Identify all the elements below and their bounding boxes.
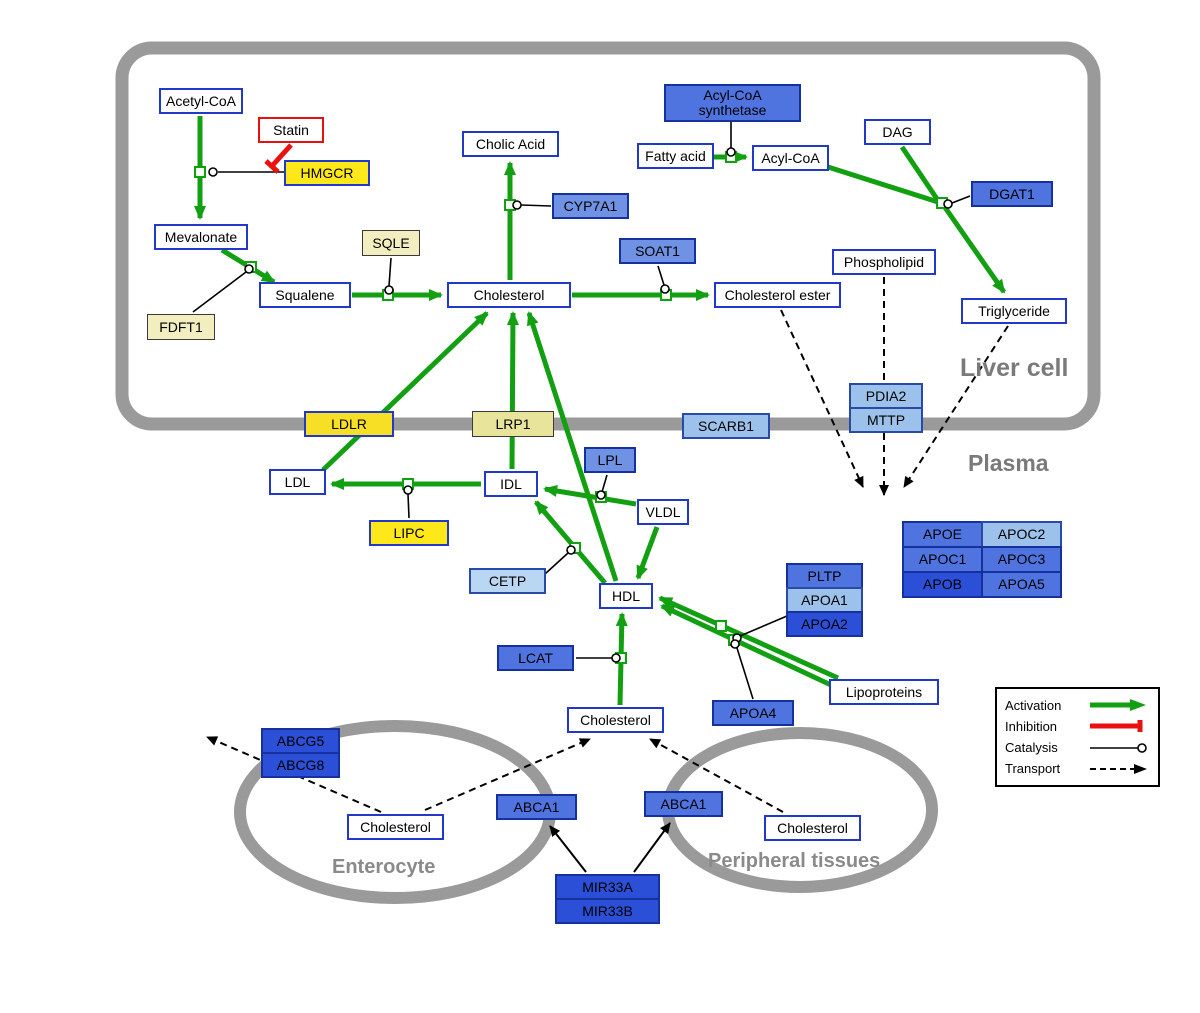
node-cholesterol-ester[interactable]: Cholesterol ester <box>714 282 841 308</box>
node-idl[interactable]: IDL <box>484 471 538 497</box>
node-apoc1[interactable]: APOC1 <box>902 546 983 573</box>
node-ldlr[interactable]: LDLR <box>304 411 394 437</box>
node-mir33a[interactable]: MIR33A <box>555 874 660 900</box>
node-mttp[interactable]: MTTP <box>849 407 923 433</box>
node-pltp[interactable]: PLTP <box>786 563 863 589</box>
node-abca1-right[interactable]: ABCA1 <box>644 791 723 817</box>
node-scarb1[interactable]: SCARB1 <box>682 413 770 439</box>
liver-cell-label: Liver cell <box>960 354 1069 382</box>
legend-activation-row: Activation <box>1005 695 1150 715</box>
node-acyl-coa[interactable]: Acyl-CoA <box>752 145 829 171</box>
legend-transport-label: Transport <box>1005 761 1061 777</box>
node-lrp1[interactable]: LRP1 <box>472 411 554 437</box>
node-fatty-acid[interactable]: Fatty acid <box>637 143 714 169</box>
node-mir33b[interactable]: MIR33B <box>555 898 660 924</box>
node-cholesterol-liver[interactable]: Cholesterol <box>447 282 571 308</box>
node-acetyl-coa[interactable]: Acetyl-CoA <box>159 88 243 114</box>
node-mevalonate[interactable]: Mevalonate <box>154 224 248 250</box>
legend-transport-row: Transport <box>1005 759 1150 779</box>
node-apob[interactable]: APOB <box>902 571 983 598</box>
node-lpl[interactable]: LPL <box>584 447 636 473</box>
node-apoa1[interactable]: APOA1 <box>786 587 863 613</box>
legend-inhibition-row: Inhibition <box>1005 716 1150 736</box>
node-triglyceride[interactable]: Triglyceride <box>961 298 1067 324</box>
node-apoc2[interactable]: APOC2 <box>981 521 1062 548</box>
node-abcg8[interactable]: ABCG8 <box>261 752 340 778</box>
plasma-label: Plasma <box>968 450 1049 476</box>
node-pdia2[interactable]: PDIA2 <box>849 383 923 409</box>
inhibition-tbar-icon <box>1090 720 1143 733</box>
node-cholesterol-peripheral[interactable]: Cholesterol <box>764 815 861 841</box>
node-squalene[interactable]: Squalene <box>259 282 351 308</box>
node-abca1-left[interactable]: ABCA1 <box>496 794 577 820</box>
legend-catalysis-label: Catalysis <box>1005 740 1058 756</box>
node-cetp[interactable]: CETP <box>469 568 546 594</box>
mirna-edges <box>549 822 671 873</box>
node-ldl[interactable]: LDL <box>269 469 326 495</box>
node-acyl-coa-synthetase[interactable]: Acyl-CoA synthetase <box>664 84 801 122</box>
node-apoe[interactable]: APOE <box>902 521 983 548</box>
node-soat1[interactable]: SOAT1 <box>619 238 696 264</box>
enterocyte-label: Enterocyte <box>332 856 436 878</box>
activation-arrow-icon <box>1090 699 1146 711</box>
liver-cell-membrane <box>115 41 1101 431</box>
catalysis-edges <box>192 122 971 700</box>
node-statin[interactable]: Statin <box>258 117 324 143</box>
node-cyp7a1[interactable]: CYP7A1 <box>552 193 629 219</box>
node-cholesterol-plasma[interactable]: Cholesterol <box>567 707 664 733</box>
legend-inhibition-label: Inhibition <box>1005 718 1058 734</box>
peripheral-tissues-label: Peripheral tissues <box>708 850 881 872</box>
node-apoa2[interactable]: APOA2 <box>786 611 863 637</box>
node-dag[interactable]: DAG <box>864 119 931 145</box>
node-hmgcr[interactable]: HMGCR <box>284 160 370 186</box>
node-fdft1[interactable]: FDFT1 <box>147 314 215 340</box>
node-lipc[interactable]: LIPC <box>369 520 449 546</box>
legend: Activation Inhibition Catalysis Transpor… <box>995 687 1160 787</box>
node-apoa4[interactable]: APOA4 <box>712 700 794 726</box>
transport-dashed-arrow-icon <box>1090 763 1147 774</box>
catalysis-circle-icon <box>1090 742 1147 753</box>
node-apoc3[interactable]: APOC3 <box>981 546 1062 573</box>
node-lcat[interactable]: LCAT <box>497 645 574 671</box>
legend-activation-label: Activation <box>1005 697 1062 713</box>
inhibition-edge <box>264 143 293 174</box>
node-lipoproteins[interactable]: Lipoproteins <box>829 679 939 705</box>
node-hdl[interactable]: HDL <box>599 583 653 609</box>
node-abcg5[interactable]: ABCG5 <box>261 728 340 754</box>
node-vldl[interactable]: VLDL <box>637 499 689 525</box>
node-sqle[interactable]: SQLE <box>362 230 420 256</box>
node-apoa5[interactable]: APOA5 <box>981 571 1062 598</box>
legend-catalysis-row: Catalysis <box>1005 738 1150 758</box>
node-dgat1[interactable]: DGAT1 <box>971 181 1053 207</box>
node-cholesterol-enterocyte[interactable]: Cholesterol <box>347 814 444 840</box>
node-phospholipid[interactable]: Phospholipid <box>832 249 936 275</box>
node-cholic-acid[interactable]: Cholic Acid <box>462 131 559 157</box>
